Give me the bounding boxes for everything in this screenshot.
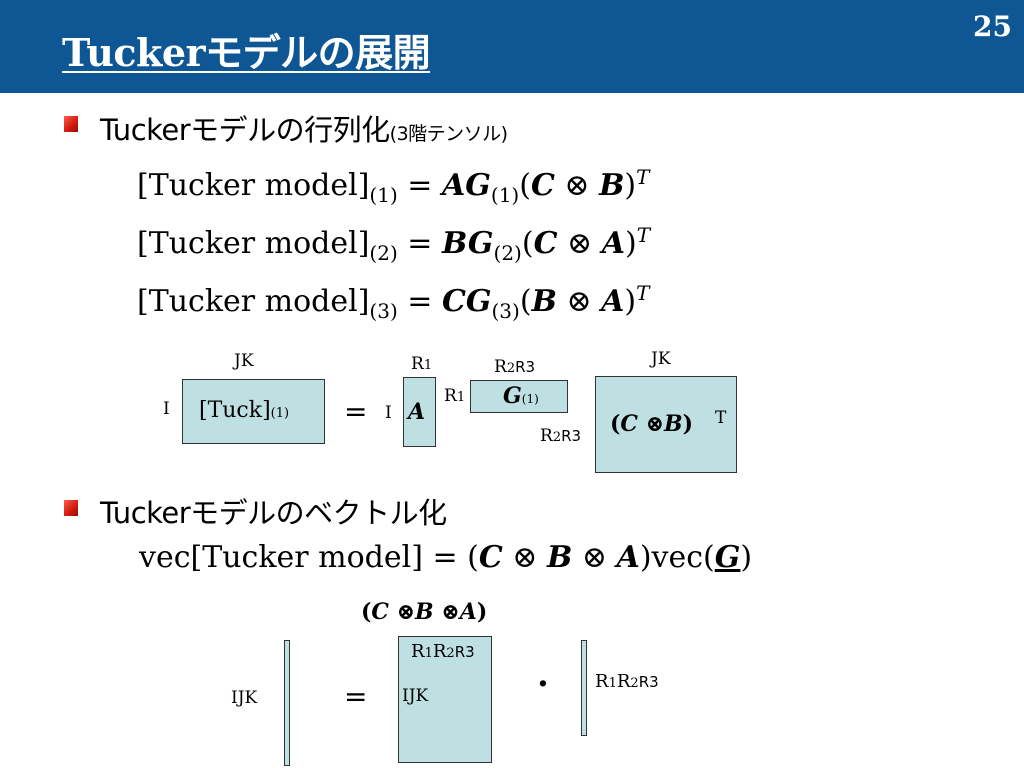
core-g-label: G(1): [503, 383, 539, 409]
equation-mode-2: [Tucker model](2) = BG(2)(C ⊗ A)T: [137, 223, 651, 265]
label-r2r3-top: R2R3: [494, 357, 536, 377]
label-jk-right: JK: [651, 349, 671, 369]
core-g-box: [470, 380, 568, 413]
label-i-left: I: [163, 399, 170, 419]
section-heading-matricization: Tuckerモデルの行列化(3階テンソル): [100, 113, 508, 147]
label-r1-side: R1: [444, 386, 466, 406]
label-jk-left: JK: [234, 351, 254, 371]
slide-header: Tuckerモデルの展開 25: [0, 0, 1024, 93]
label-r1r2r3-right: R1R2R3: [595, 671, 659, 692]
tuck-matrix-label: [Tuck](1): [199, 398, 290, 423]
kron-matrix-box: [398, 636, 492, 763]
label-i-a: I: [385, 403, 392, 423]
bullet-icon: [64, 500, 78, 516]
label-ijk-left: IJK: [231, 688, 258, 708]
kron-cba-label: (C ⊗B ⊗A): [361, 599, 488, 625]
label-r1-top: R1: [411, 354, 433, 374]
kron-cb-box: [595, 376, 737, 473]
matrix-a-box: [403, 377, 436, 447]
label-ijk-inner: IJK: [402, 686, 429, 706]
tuck-matrix-box: [182, 379, 325, 444]
vector-right-bar: [581, 640, 587, 736]
bullet-icon: [64, 116, 78, 132]
matrix-a-label: A: [408, 399, 426, 425]
slide-title: Tuckerモデルの展開: [62, 30, 431, 75]
equals-sign: =: [344, 680, 368, 713]
page-number: 25: [973, 10, 1012, 43]
vector-left-bar: [284, 640, 290, 766]
dot-operator: ·: [537, 664, 549, 704]
kron-cb-label: (C ⊗B): [610, 411, 694, 437]
equation-mode-3: [Tucker model](3) = CG(3)(B ⊗ A)T: [137, 281, 650, 323]
label-transpose: T: [715, 408, 727, 428]
equals-sign: =: [344, 395, 368, 428]
label-r1r2r3-top: R1R2R3: [411, 641, 475, 662]
section-heading-vectorization: Tuckerモデルのベクトル化: [100, 496, 447, 530]
equation-vec: vec[Tucker model] = (C ⊗ B ⊗ A)vec(G): [139, 540, 753, 575]
label-r2r3-bottom: R2R3: [540, 426, 582, 446]
equation-mode-1: [Tucker model](1) = AG(1)(C ⊗ B)T: [137, 165, 650, 207]
